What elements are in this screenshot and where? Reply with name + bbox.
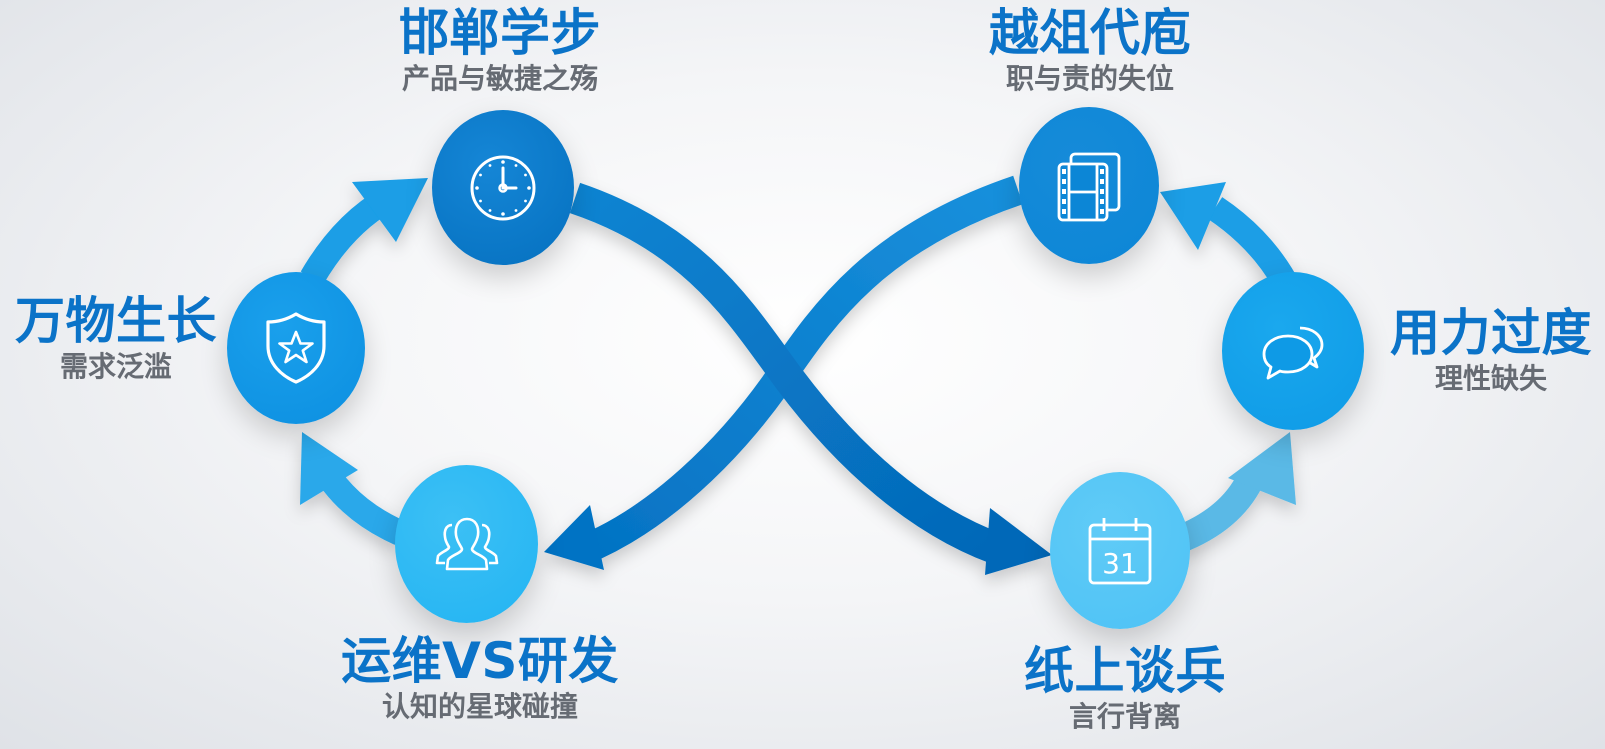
label-left: 万物生长 需求泛滥 [6, 296, 226, 383]
arrow-head-bottomleft-to-left [300, 432, 358, 505]
subtitle-top-right: 职与责的失位 [1005, 62, 1174, 95]
arrow-bottomright-to-right [1172, 473, 1263, 554]
label-bottom-left: 运维VS研发 认知的星球碰撞 [320, 636, 640, 723]
subtitle-top-left: 产品与敏捷之殇 [401, 62, 598, 95]
subtitle-bottom-left: 认知的星球碰撞 [381, 690, 578, 723]
label-top-right: 越俎代庖 职与责的失位 [930, 8, 1250, 95]
label-bottom-right: 纸上谈兵 言行背离 [965, 646, 1285, 733]
arrow-head-bottomright-to-right [1228, 432, 1296, 505]
arrow-head-topleft-to-bottomright [985, 508, 1052, 575]
title-bottom-left: 运维VS研发 [341, 632, 619, 690]
title-bottom-right: 纸上谈兵 [1024, 642, 1226, 700]
chat-bubbles-icon [1262, 326, 1324, 380]
subtitle-bottom-right: 言行背离 [1068, 700, 1181, 733]
node-left [227, 272, 365, 424]
arrow-bottomleft-to-left [319, 470, 406, 545]
arrow-topleft-to-bottomright [569, 182, 1001, 563]
calendar-icon: 31 [1088, 517, 1152, 584]
node-top-right [1019, 107, 1159, 264]
title-top-left: 邯郸学步 [399, 4, 601, 62]
subtitle-right: 理性缺失 [1434, 362, 1547, 395]
arrow-head-topright-to-bottomleft [544, 505, 604, 570]
arrow-left-to-topleft [300, 194, 386, 285]
node-bottom-right: 31 [1050, 472, 1190, 629]
calendar-day: 31 [1102, 547, 1138, 580]
clock-icon [470, 155, 536, 220]
label-top-left: 邯郸学步 产品与敏捷之殇 [340, 8, 660, 95]
left-loop-arrows [300, 178, 428, 545]
title-left: 万物生长 [15, 292, 217, 350]
subtitle-left: 需求泛滥 [59, 350, 172, 383]
arrow-head-left-to-topleft [352, 178, 428, 242]
arrow-right-to-topright [1207, 197, 1297, 289]
shield-star-icon [266, 312, 326, 384]
title-right: 用力过度 [1390, 304, 1592, 362]
title-top-right: 越俎代庖 [989, 4, 1191, 62]
node-right [1222, 272, 1364, 430]
cross-arrows [544, 175, 1052, 575]
label-right: 用力过度 理性缺失 [1382, 308, 1600, 395]
users-icon [435, 517, 498, 571]
node-top-left [432, 110, 574, 265]
arrow-head-right-to-topright [1160, 182, 1226, 250]
node-bottom-left [395, 465, 538, 623]
film-frames-icon [1057, 152, 1121, 221]
